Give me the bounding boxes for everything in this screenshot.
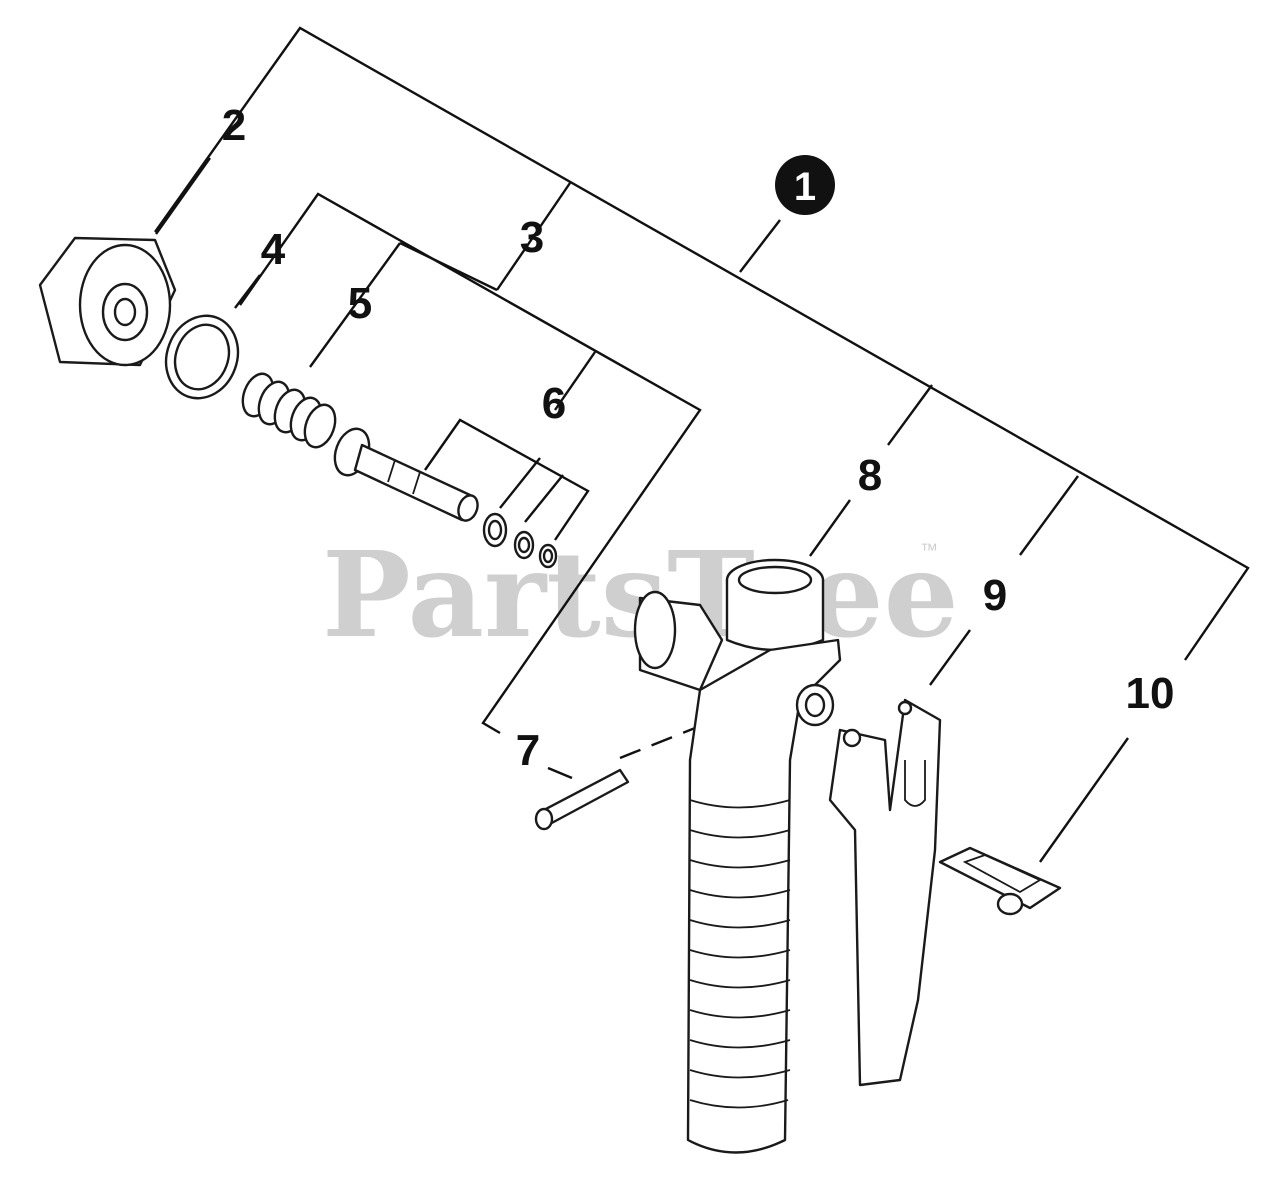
callout-5: 5 [348,279,372,328]
callout-2: 2 [222,101,246,150]
callouts: 1 2 3 4 5 6 7 8 9 10 [222,101,1175,775]
leader-8-stem [887,384,933,446]
leader-2 [155,157,211,235]
trademark-symbol: ™ [920,540,938,560]
leader-5 [309,242,401,368]
callout-10: 10 [1126,669,1175,718]
callout-4: 4 [261,225,286,274]
part-hex-nut [38,236,177,367]
leader-7 [547,766,573,780]
leader-6-stem [554,351,596,411]
callout-7: 7 [516,726,540,775]
bracket-subassembly-3 [239,192,702,735]
leader-5b [399,241,498,292]
callout-6: 6 [542,379,566,428]
leader-9 [929,629,971,686]
callout-3: 3 [520,213,544,262]
leader-6-group [424,418,590,541]
part-spring [241,372,337,449]
leader-4 [234,274,261,309]
callout-9: 9 [983,571,1007,620]
callout-1: 1 [794,165,816,209]
leader-3 [496,182,571,291]
leader-6b [524,474,564,523]
leader-8 [809,499,851,557]
bracket-assembly-1 [154,26,1250,661]
callout-8: 8 [858,451,882,500]
leader-10 [1039,737,1129,863]
part-clip [938,846,1062,916]
part-valve-stem [333,427,479,522]
leader-9-stem [1019,475,1079,556]
leader-6a [499,457,541,509]
callout-1-badge [775,155,835,215]
part-lever [828,698,942,1087]
part-valve-body [633,558,842,1154]
part-o-rings-small [482,512,558,569]
leader-1 [739,219,781,273]
part-pin [534,768,630,831]
part-o-ring-large [164,314,240,400]
